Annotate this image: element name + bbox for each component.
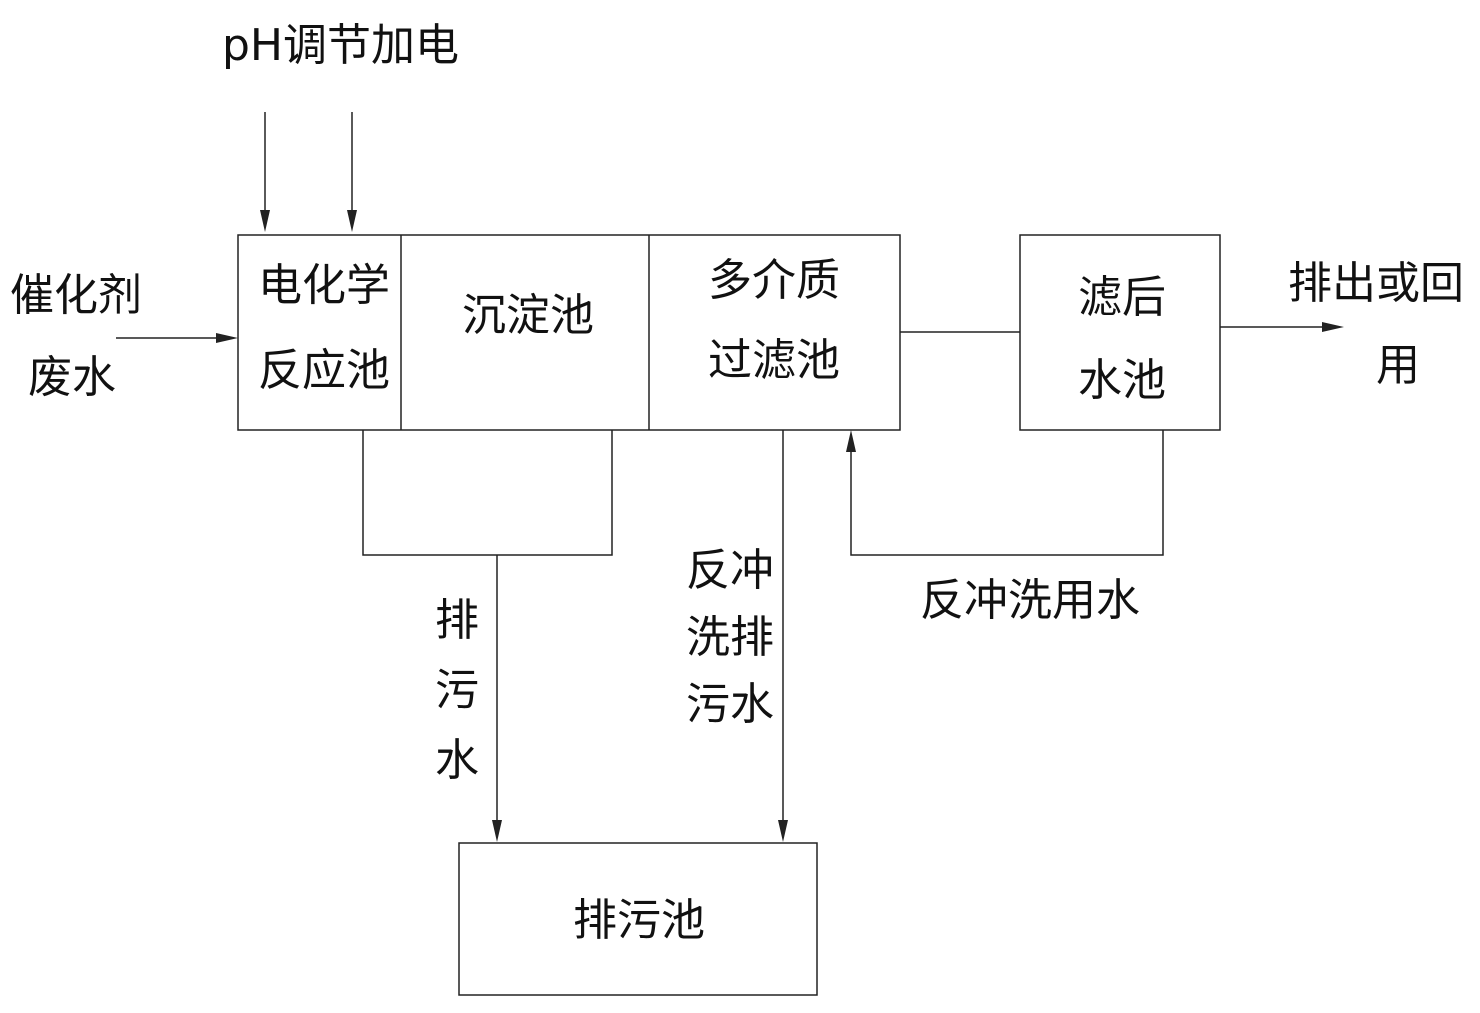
discharge-label-line1: 排出或回	[1288, 258, 1464, 309]
filtered-water-label-line1: 滤后	[1078, 272, 1166, 323]
backwash-water-label: 反冲洗用水	[920, 575, 1140, 626]
electrochem-label-line1: 电化学	[258, 260, 390, 311]
settling-label: 沉淀池	[462, 290, 594, 341]
discharge-arrow-head	[1322, 322, 1344, 332]
ph-arrow-left-head	[260, 210, 270, 232]
backwash-discharge-label-3: 污水	[686, 679, 774, 730]
wastewater-label-line2: 废水	[28, 352, 116, 403]
sludge-water-label-3: 水	[435, 735, 479, 786]
sludge-collector-line	[362, 430, 613, 556]
filtered-water-label-line2: 水池	[1078, 355, 1166, 406]
wastewater-arrow-head	[216, 333, 238, 343]
backwash-return-line	[850, 430, 1164, 556]
sludge-arrow-head	[492, 820, 502, 842]
backwash-discharge-label-2: 洗排	[686, 612, 774, 663]
wastewater-label-line1: 催化剂	[10, 270, 142, 321]
sludge-tank	[458, 842, 818, 996]
filter-label-line1: 多介质	[708, 255, 840, 306]
filter-label-line2: 过滤池	[708, 335, 840, 386]
sludge-tank-label: 排污池	[573, 895, 705, 946]
sludge-water-label-2: 污	[435, 665, 479, 716]
sludge-water-label-1: 排	[435, 595, 479, 646]
ph-arrow-right-head	[347, 210, 357, 232]
filtered-water-tank	[1019, 234, 1221, 431]
ph-power-label: pH调节加电	[222, 20, 459, 71]
backwash-discharge-label-1: 反冲	[686, 545, 774, 596]
discharge-label-line2: 用	[1376, 340, 1420, 391]
backwash-return-head	[846, 430, 856, 452]
electrochem-label-line2: 反应池	[258, 345, 390, 396]
backwash-discharge-head	[778, 820, 788, 842]
